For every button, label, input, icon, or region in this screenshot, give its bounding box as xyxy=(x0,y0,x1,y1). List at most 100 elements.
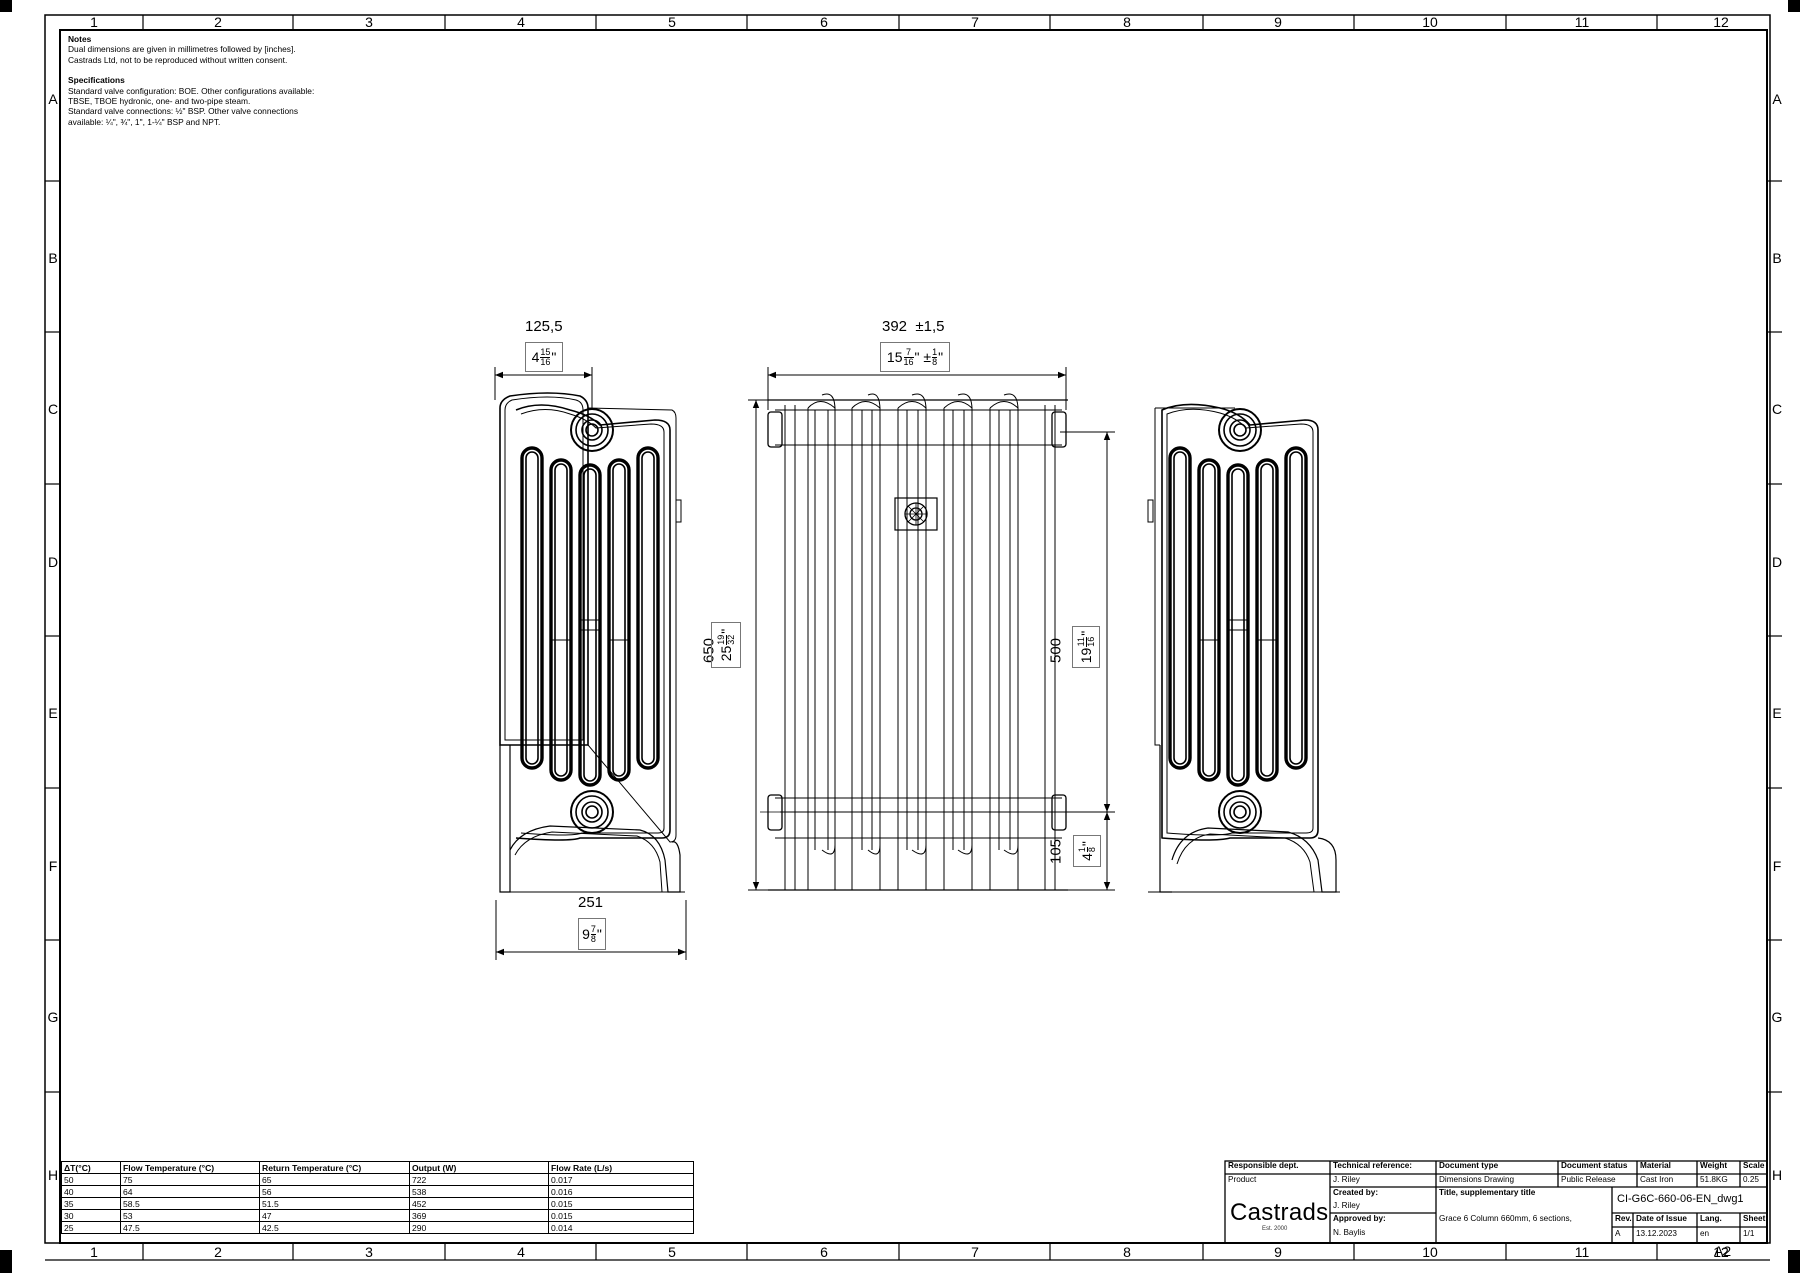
header-flow-rate: Flow Rate (L/s) xyxy=(548,1161,694,1174)
table-cell: 53 xyxy=(120,1209,260,1222)
table-header-row: ΔT(°C) Flow Temperature (°C) Return Temp… xyxy=(61,1161,694,1174)
column-label-bottom-2: 2 xyxy=(214,1244,222,1260)
technical-reference: J. Riley xyxy=(1333,1175,1360,1184)
rev-label: Rev. xyxy=(1615,1214,1632,1223)
weight: 51.8KG xyxy=(1700,1175,1728,1184)
title-block-frame xyxy=(1224,1160,1768,1244)
side-view-left xyxy=(499,392,685,893)
technical-reference-label: Technical reference: xyxy=(1333,1161,1413,1170)
row-label-A: A xyxy=(48,91,58,107)
table-cell: 722 xyxy=(409,1173,549,1186)
weight-label: Weight xyxy=(1700,1161,1728,1170)
row-label-F: F xyxy=(48,858,58,874)
row-label-right-F: F xyxy=(1772,858,1782,874)
table-cell: 47.5 xyxy=(120,1221,260,1234)
row-label-right-B: B xyxy=(1772,250,1782,266)
column-label-7: 7 xyxy=(971,14,979,30)
spec-line: Standard valve configuration: BOE. Other… xyxy=(68,85,315,96)
table-cell: 0.017 xyxy=(548,1173,694,1186)
front-view xyxy=(767,393,1068,891)
sheet: 1/1 xyxy=(1743,1229,1755,1238)
row-label-right-G: G xyxy=(1771,1009,1783,1025)
table-cell: 58.5 xyxy=(120,1197,260,1210)
table-cell: 538 xyxy=(409,1185,549,1198)
column-label-12: 12 xyxy=(1713,14,1729,30)
column-label-bottom-6: 6 xyxy=(820,1244,828,1260)
created-by: J. Riley xyxy=(1333,1201,1360,1210)
notes-line: Dual dimensions are given in millimetres… xyxy=(68,44,296,55)
table-cell: 75 xyxy=(120,1173,260,1186)
column-label-bottom-8: 8 xyxy=(1123,1244,1131,1260)
column-label-5: 5 xyxy=(668,14,676,30)
document-status: Public Release xyxy=(1561,1175,1616,1184)
table-cell: 47 xyxy=(259,1209,410,1222)
column-label-2: 2 xyxy=(214,14,222,30)
row-label-G: G xyxy=(47,1009,59,1025)
row-label-E: E xyxy=(48,705,58,721)
created-by-label: Created by: xyxy=(1333,1188,1379,1197)
side-depth-mm: 125,5 xyxy=(525,318,563,335)
table-cell: 0.015 xyxy=(548,1197,694,1210)
floor-clearance-mm: 105 xyxy=(1047,838,1065,865)
castrads-logo: Castrads xyxy=(1230,1199,1329,1226)
table-cell: 65 xyxy=(259,1173,410,1186)
spec-heading: Specifications xyxy=(68,75,125,86)
dimension-lines xyxy=(494,367,1115,960)
column-label-bottom-10: 10 xyxy=(1422,1244,1438,1260)
scale-label: Scale xyxy=(1743,1161,1765,1170)
table-cell: 56 xyxy=(259,1185,410,1198)
responsible-dept: Product xyxy=(1228,1175,1257,1184)
table-cell: 50 xyxy=(61,1173,121,1186)
table-row: 50 75 65 722 0.017 xyxy=(61,1173,694,1186)
title-label: Title, supplementary title xyxy=(1439,1188,1536,1197)
column-label-6: 6 xyxy=(820,14,828,30)
table-cell: 42.5 xyxy=(259,1221,410,1234)
front-width-mm: 392 ±1,5 xyxy=(882,318,945,335)
table-cell: 0.015 xyxy=(548,1209,694,1222)
column-label-8: 8 xyxy=(1123,14,1131,30)
column-label-bottom-4: 4 xyxy=(517,1244,525,1260)
date-label: Date of Issue xyxy=(1636,1214,1687,1223)
row-label-right-C: C xyxy=(1771,401,1783,417)
header-delta-t: ΔT(°C) xyxy=(61,1161,121,1174)
header-return-temp: Return Temperature (°C) xyxy=(259,1161,410,1174)
column-label-bottom-9: 9 xyxy=(1274,1244,1282,1260)
column-label-bottom-1: 1 xyxy=(90,1244,98,1260)
table-cell: 35 xyxy=(61,1197,121,1210)
table-cell: 0.016 xyxy=(548,1185,694,1198)
spec-line: Standard valve connections: ½" BSP. Othe… xyxy=(68,106,299,117)
table-cell: 452 xyxy=(409,1197,549,1210)
row-label-right-A: A xyxy=(1772,91,1782,107)
row-label-H: H xyxy=(47,1167,59,1183)
row-label-B: B xyxy=(48,250,58,266)
lang: en xyxy=(1700,1229,1710,1238)
column-label-9: 9 xyxy=(1274,14,1282,30)
column-label-11: 11 xyxy=(1574,14,1590,30)
row-label-right-E: E xyxy=(1772,705,1782,721)
column-label-4: 4 xyxy=(517,14,525,30)
paper-size: A2 xyxy=(1714,1243,1732,1259)
column-label-bottom-7: 7 xyxy=(971,1244,979,1260)
document-status-label: Document status xyxy=(1561,1161,1628,1170)
castrads-logo-sub: Est. 2000 xyxy=(1262,1226,1288,1232)
row-label-D: D xyxy=(47,554,59,570)
table-cell: 290 xyxy=(409,1221,549,1234)
table-row: 35 58.5 51.5 452 0.015 xyxy=(61,1197,694,1210)
table-row: 30 53 47 369 0.015 xyxy=(61,1209,694,1222)
material: Cast Iron xyxy=(1640,1175,1674,1184)
header-output: Output (W) xyxy=(409,1161,549,1174)
row-label-right-H: H xyxy=(1771,1167,1783,1183)
table-row: 25 47.5 42.5 290 0.014 xyxy=(61,1221,694,1234)
notes-block: Notes Dual dimensions are given in milli… xyxy=(68,34,314,127)
spec-line: TBSE, TBOE hydronic, one- and two-pipe s… xyxy=(68,96,251,107)
notes-heading: Notes xyxy=(68,34,92,44)
table-cell: 51.5 xyxy=(259,1197,410,1210)
side-view-right xyxy=(1147,403,1340,893)
column-label-10: 10 xyxy=(1422,14,1438,30)
approved-by: N. Baylis xyxy=(1333,1228,1366,1237)
